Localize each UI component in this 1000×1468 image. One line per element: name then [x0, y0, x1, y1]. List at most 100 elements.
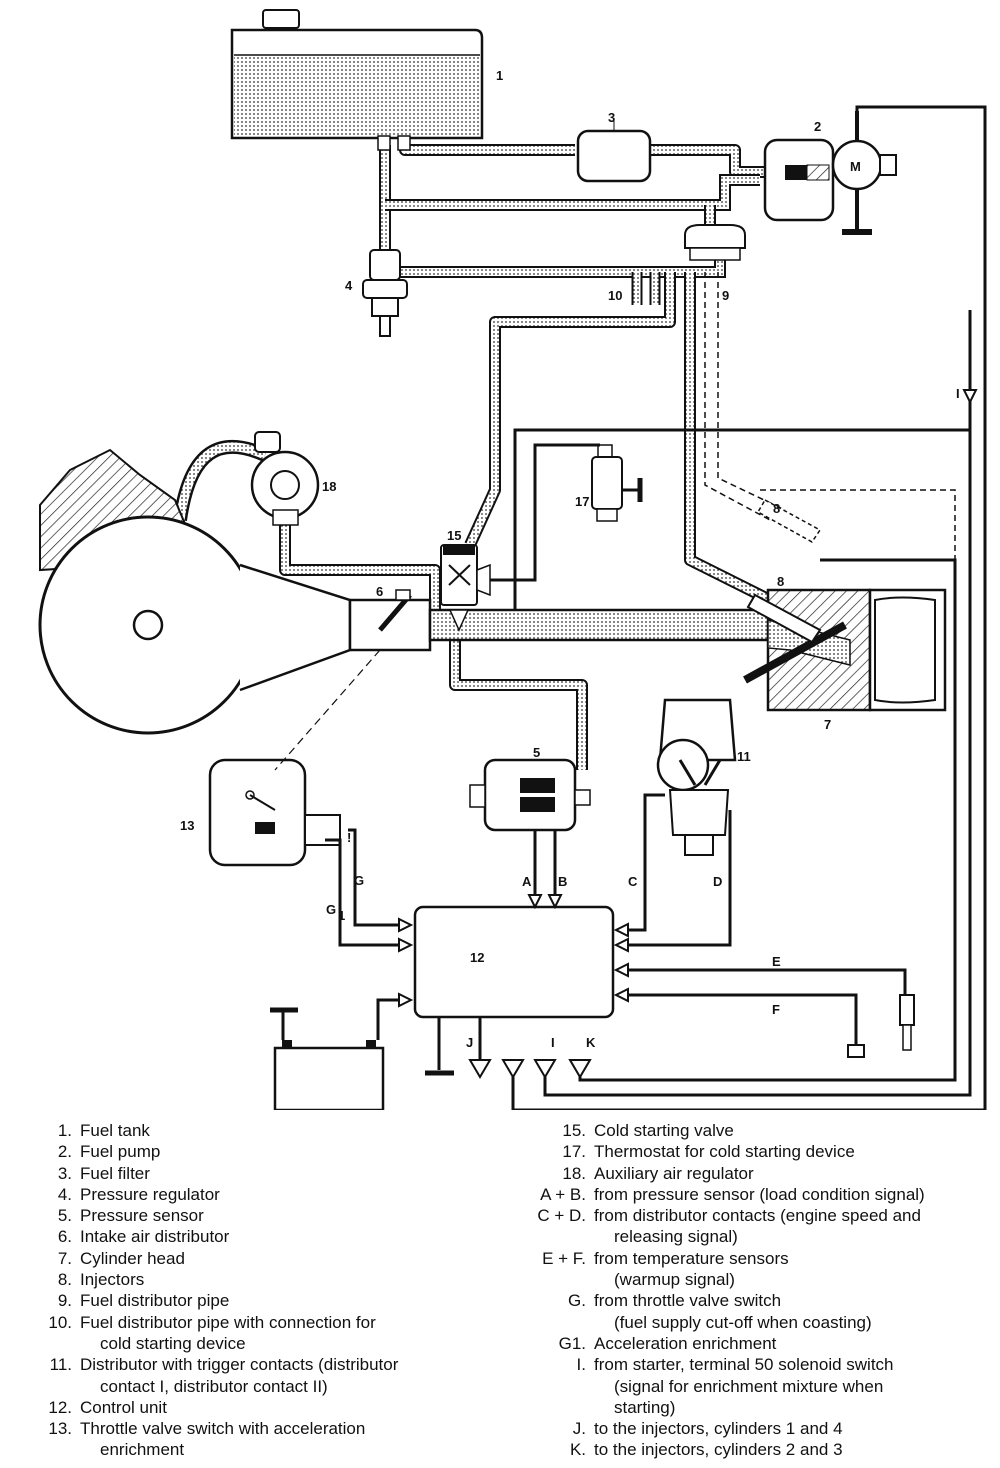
air-cleaner [38, 448, 352, 735]
legend-text: to the injectors, cylinders 2 and 3 [594, 1439, 998, 1460]
legend-line: (signal for enrichment mixture when [614, 1376, 884, 1396]
legend-key: 5. [57, 1206, 72, 1226]
legend-key: 13. [48, 1419, 72, 1439]
legend-item: 5.Pressure sensor [36, 1205, 506, 1226]
fuel-injection-diagram: 1 2 3 4 5 6 7 8 8 9 10 11 12 13 15 17 18… [38, 9, 987, 1110]
legend-item: G1.Acceleration enrichment [520, 1333, 998, 1354]
throttle-linkage [274, 649, 381, 771]
thermostat-cold-start [591, 444, 643, 522]
legend-text: from distributor contacts (engine speed … [594, 1205, 998, 1248]
signal-note-mark: ! [347, 830, 351, 845]
legend-key: 9. [57, 1291, 72, 1311]
legend-line: Cold starting valve [594, 1121, 734, 1140]
legend-item: J. to the injectors, cylinders 1 and 4 [520, 1418, 998, 1439]
legend-text: Auxiliary air regulator [594, 1163, 998, 1184]
legend-line: (fuel supply cut-off when coasting) [614, 1312, 872, 1332]
legend-item: C + D. from distributor contacts (engine … [520, 1205, 998, 1248]
legend-item: 15.Cold starting valve [520, 1120, 998, 1141]
legend-line: Intake air distributor [80, 1227, 230, 1247]
legend-line: Control unit [80, 1397, 167, 1417]
legend-text: Cylinder head [80, 1248, 506, 1269]
signal-label-i-output: I [551, 1035, 555, 1050]
legend-item: 12. Control unit [36, 1397, 506, 1418]
legend-key: 12. [48, 1397, 72, 1417]
legend-item: 7.Cylinder head [36, 1248, 506, 1269]
fuel-lines [173, 144, 773, 770]
injector [746, 498, 822, 644]
legend-text: Pressure regulator [80, 1184, 506, 1205]
label-control-unit: 12 [470, 950, 484, 965]
signal-label-f: F [772, 1002, 780, 1017]
legend-item: I.from starter, terminal 50 solenoid swi… [520, 1354, 998, 1418]
legend-line: Throttle valve switch with acceleration [80, 1419, 366, 1439]
legend-text: Fuel distributor pipe [80, 1290, 506, 1311]
legend-line: releasing signal) [614, 1227, 738, 1247]
legend-key: 10. [48, 1312, 72, 1332]
temperature-sensor [847, 994, 915, 1058]
legend-text: Cold starting valve [594, 1120, 998, 1141]
signal-label-e: E [772, 954, 781, 969]
legend-text: from temperature sensors(warmup signal) [594, 1248, 998, 1291]
legend-line: from distributor contacts (engine speed … [594, 1206, 921, 1226]
legend-line: Fuel pump [80, 1142, 161, 1162]
battery [273, 1040, 385, 1110]
legend-text: Thermostat for cold starting device [594, 1141, 998, 1162]
legend-line: to the injectors, cylinders 1 and 4 [594, 1419, 843, 1439]
legend-item: G. from throttle valve switch(fuel supply… [520, 1290, 998, 1333]
legend-item: K. to the injectors, cylinders 2 and 3 [520, 1439, 998, 1460]
label-distributor: 11 [737, 749, 751, 764]
legend-item: 2.Fuel pump [36, 1141, 506, 1162]
legend-text: Intake air distributor [80, 1226, 506, 1247]
legend-line: (warmup signal) [614, 1270, 735, 1290]
legend-line: from pressure sensor (load condition sig… [594, 1184, 925, 1204]
legend-key: G. [568, 1291, 586, 1311]
legend-line: Cylinder head [80, 1248, 185, 1268]
legend-item: 6.Intake air distributor [36, 1226, 506, 1247]
injector-pipe-dashed [704, 272, 956, 560]
label-auxiliary-air-regulator: 18 [322, 479, 336, 494]
legend-item: 18.Auxiliary air regulator [520, 1163, 998, 1184]
cold-starting-valve [440, 544, 491, 632]
legend-text: Fuel distributor pipe with connection fo… [80, 1312, 506, 1355]
legend-key: J. [572, 1419, 586, 1439]
legend-line: Fuel distributor pipe with connection fo… [80, 1312, 376, 1332]
label-intake-air-distributor: 6 [376, 584, 383, 599]
signal-label-g1: G [326, 902, 336, 917]
pressure-damper [684, 224, 746, 261]
legend-line: Pressure regulator [80, 1184, 220, 1204]
legend-text: to the injectors, cylinders 1 and 4 [594, 1418, 998, 1439]
auxiliary-air-regulator [250, 431, 320, 526]
legend-line: to the injectors, cylinders 2 and 3 [594, 1440, 843, 1460]
legend-item: 13. Throttle valve switch with accelerati… [36, 1418, 506, 1461]
legend-item: 8.Injectors [36, 1269, 506, 1290]
signal-label-j: J [466, 1035, 473, 1050]
legend-key: I. [576, 1355, 586, 1375]
label-fuel-tank: 1 [496, 68, 503, 83]
legend-text: Acceleration enrichment [594, 1333, 998, 1354]
legend-key: C + D. [537, 1206, 586, 1226]
legend-key: 8. [57, 1270, 72, 1290]
legend-key: K. [569, 1440, 586, 1460]
label-thermostat: 17 [575, 494, 589, 509]
label-fuel-distributor-pipe-cold-start: 10 [608, 288, 622, 303]
signal-label-g1-subscript: 1 [338, 908, 345, 923]
legend-line: enrichment [100, 1440, 185, 1460]
label-pressure-sensor: 5 [533, 745, 540, 760]
legend-text: Fuel tank [80, 1120, 506, 1141]
legend-text: from throttle valve switch(fuel supply c… [594, 1290, 998, 1333]
pump-motor-symbol: M [850, 159, 861, 174]
legend-line: from throttle valve switch [594, 1291, 782, 1311]
legend-line: Fuel tank [80, 1121, 150, 1140]
throttle-valve-switch [208, 758, 341, 867]
label-injector: 8 [777, 574, 784, 589]
fuel-tank [230, 9, 484, 151]
signal-label-a: A [522, 874, 532, 889]
signal-label-g: G [354, 873, 364, 888]
legend-item: E + F. from temperature sensors(warmup si… [520, 1248, 998, 1291]
legend-item: A + B.from pressure sensor (load conditi… [520, 1184, 998, 1205]
pressure-sensor [469, 758, 591, 832]
label-cold-starting-valve: 15 [447, 528, 461, 543]
legend-text: from pressure sensor (load condition sig… [594, 1184, 998, 1205]
legend-key: E + F. [542, 1248, 586, 1268]
